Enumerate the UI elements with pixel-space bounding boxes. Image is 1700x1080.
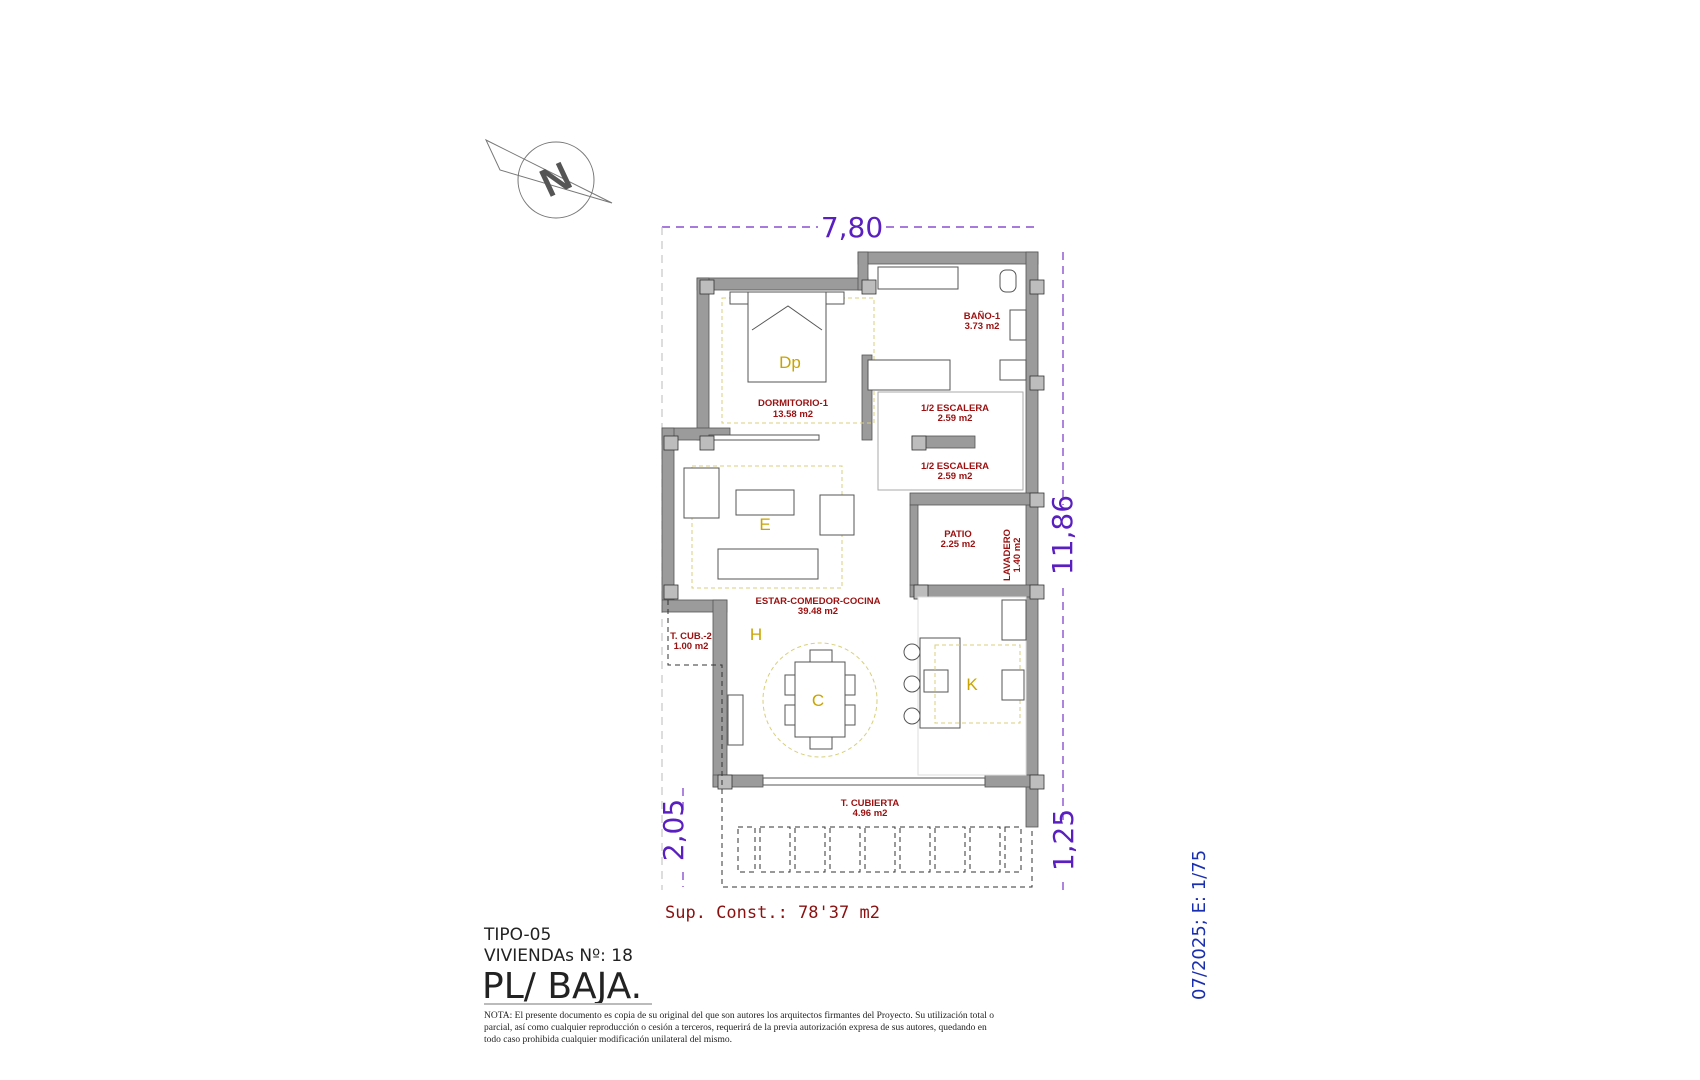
room-label-escalera-1: 1/2 ESCALERA 2.59 m2 [921,403,989,424]
room-label-patio: PATIO 2.25 m2 [941,529,976,550]
room-label-tcubierta: T. CUBIERTA 4.96 m2 [841,798,900,819]
furniture [683,266,1027,776]
svg-text:1/2 ESCALERA: 1/2 ESCALERA [921,403,989,414]
zone-letter-bedroom: Dp [779,353,801,372]
svg-text:T. CUBIERTA: T. CUBIERTA [841,798,900,809]
room-label-dormitorio: DORMITORIO-1 13.58 m2 [758,398,829,420]
terrace [667,600,1033,888]
dimension-terrace-left: 2,05 [657,799,690,861]
room-label-bano: BAÑO-1 3.73 m2 [964,311,1001,332]
columns [663,279,1045,790]
floor-title: PL/ BAJA. [482,966,642,1007]
room-label-tcub2: T. CUB.-2 1.00 m2 [670,631,712,652]
dimension-height: 11,86 [1046,495,1079,575]
svg-text:N: N [534,154,579,206]
svg-text:LAVADERO: LAVADERO [1002,529,1013,581]
type-label: TIPO-05 [483,925,551,945]
room-label-lavadero: LAVADERO 1.40 m2 [1002,529,1023,581]
svg-text:4.96 m2: 4.96 m2 [853,808,888,819]
svg-text:1/2 ESCALERA: 1/2 ESCALERA [921,461,989,472]
zone-letter-kitchen: K [966,675,978,694]
dimension-width: 7,80 [821,211,883,244]
svg-text:1.40 m2: 1.40 m2 [1012,538,1023,573]
svg-text:39.48 m2: 39.48 m2 [798,606,838,617]
built-area: Sup. Const.: 78'37 m2 [665,903,880,923]
dimension-terrace-right: 1,25 [1047,809,1080,871]
room-label-escalera-2: 1/2 ESCALERA 2.59 m2 [921,461,989,482]
walls [661,251,1039,828]
zone-letter-living: E [759,515,770,534]
svg-text:PATIO: PATIO [944,529,972,540]
svg-text:ESTAR-COMEDOR-COCINA: ESTAR-COMEDOR-COCINA [756,596,881,607]
dwellings-label: VIVIENDAs Nº: 18 [484,946,633,966]
svg-text:3.73 m2: 3.73 m2 [965,321,1000,332]
svg-text:BAÑO-1: BAÑO-1 [964,311,1001,322]
date-scale: 07/2025; E: 1/75 [1189,850,1210,1000]
svg-text:2.25 m2: 2.25 m2 [941,539,976,550]
svg-text:DORMITORIO-1: DORMITORIO-1 [758,398,829,409]
north-arrow-icon: N [484,138,613,219]
zone-letter-hall: H [750,625,762,644]
svg-text:2.59 m2: 2.59 m2 [938,413,973,424]
copyright-note: NOTA: El presente documento es copia de … [484,1011,994,1045]
svg-text:1.00 m2: 1.00 m2 [674,641,709,652]
room-label-estar: ESTAR-COMEDOR-COCINA 39.48 m2 [756,596,881,617]
svg-text:2.59 m2: 2.59 m2 [938,471,973,482]
zone-letter-dining: C [812,691,824,710]
svg-text:13.58 m2: 13.58 m2 [773,409,813,420]
svg-text:T. CUB.-2: T. CUB.-2 [670,631,712,642]
